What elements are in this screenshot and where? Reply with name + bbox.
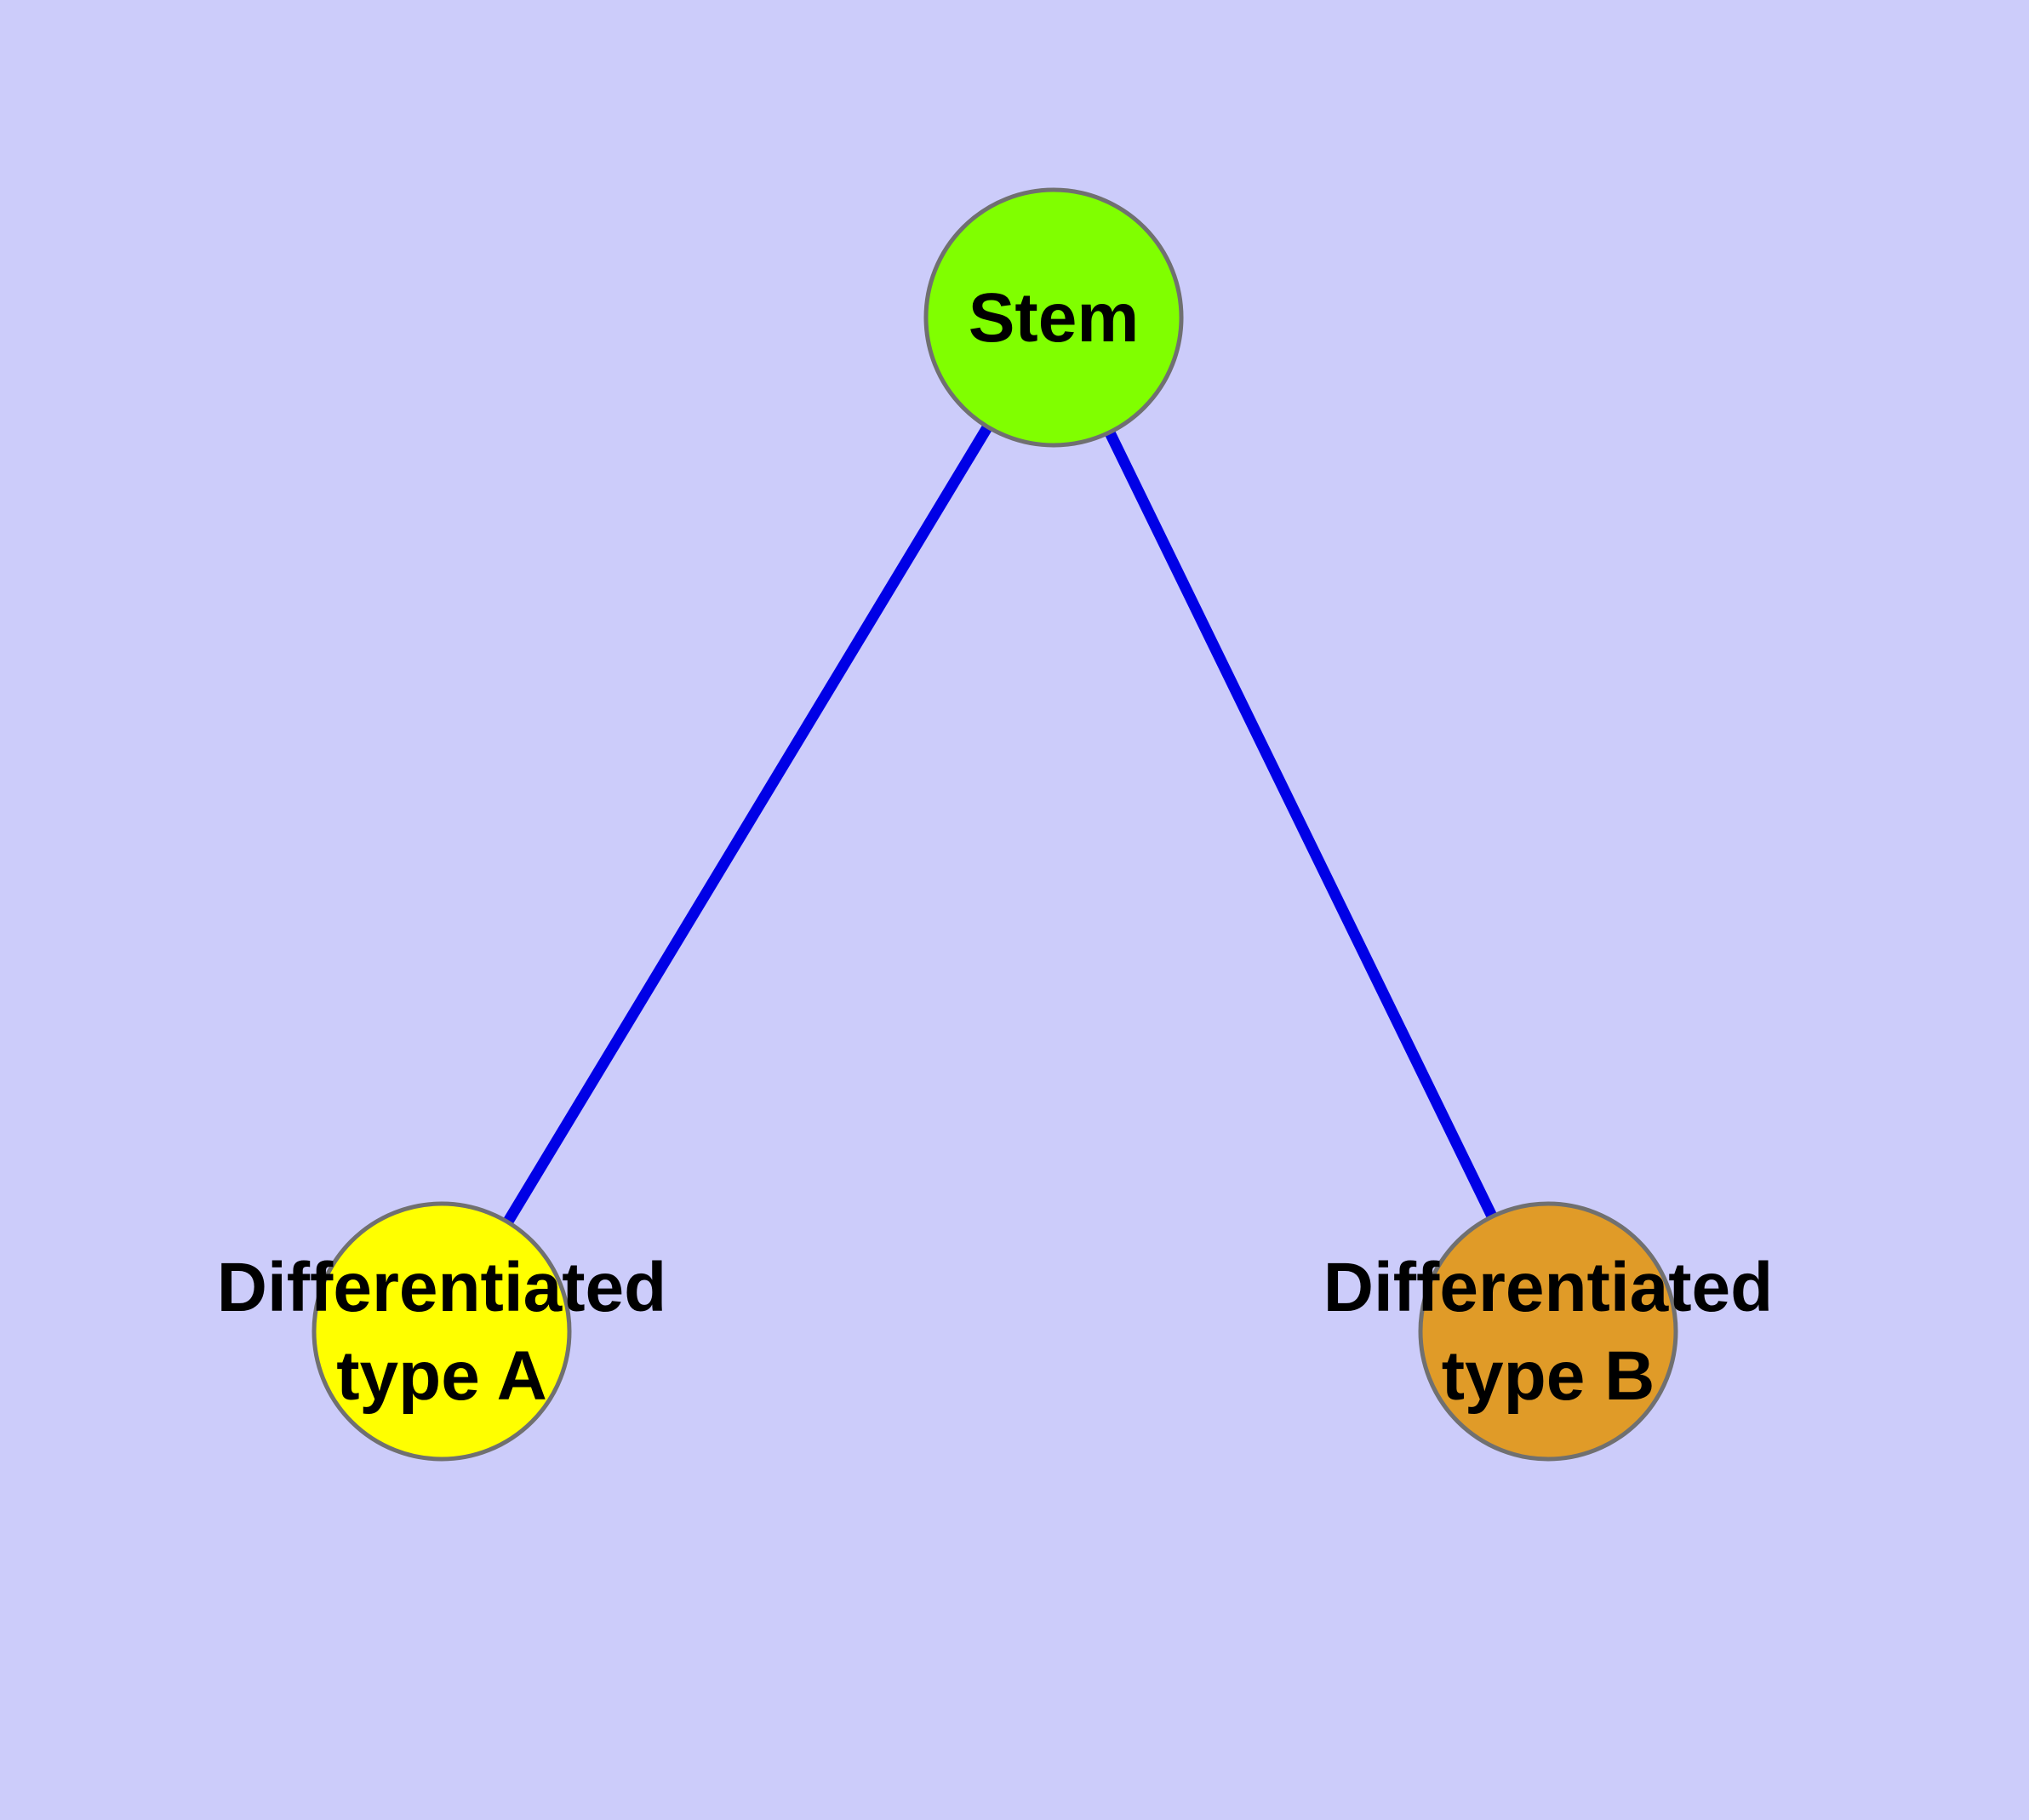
node-differentiated-type-a[interactable]: Differentiated type A xyxy=(217,1201,667,1462)
node-label-line: type B xyxy=(1442,1337,1655,1415)
node-differentiated-type-a-circle[interactable] xyxy=(311,1201,572,1462)
node-label-line: type A xyxy=(336,1337,547,1415)
edge-stem-to-diff-a xyxy=(437,314,1059,1335)
node-layer: Stem Differentiated type A Differentiated… xyxy=(217,187,1774,1462)
node-label-line: Differentiated xyxy=(1323,1249,1774,1326)
node-differentiated-type-a-label: Differentiated type A xyxy=(217,1249,667,1415)
node-label-line: Differentiated xyxy=(217,1249,667,1326)
edge-layer xyxy=(437,314,1553,1335)
node-stem-label: Stem xyxy=(969,279,1140,357)
node-differentiated-type-b[interactable]: Differentiated type B xyxy=(1323,1201,1774,1462)
edge-stem-to-diff-b xyxy=(1049,315,1553,1334)
node-differentiated-type-b-label: Differentiated type B xyxy=(1323,1249,1774,1415)
node-differentiated-type-b-circle[interactable] xyxy=(1418,1201,1678,1462)
node-label-line: Stem xyxy=(969,279,1140,357)
node-stem-circle[interactable] xyxy=(923,187,1184,448)
node-stem[interactable]: Stem xyxy=(923,187,1184,448)
